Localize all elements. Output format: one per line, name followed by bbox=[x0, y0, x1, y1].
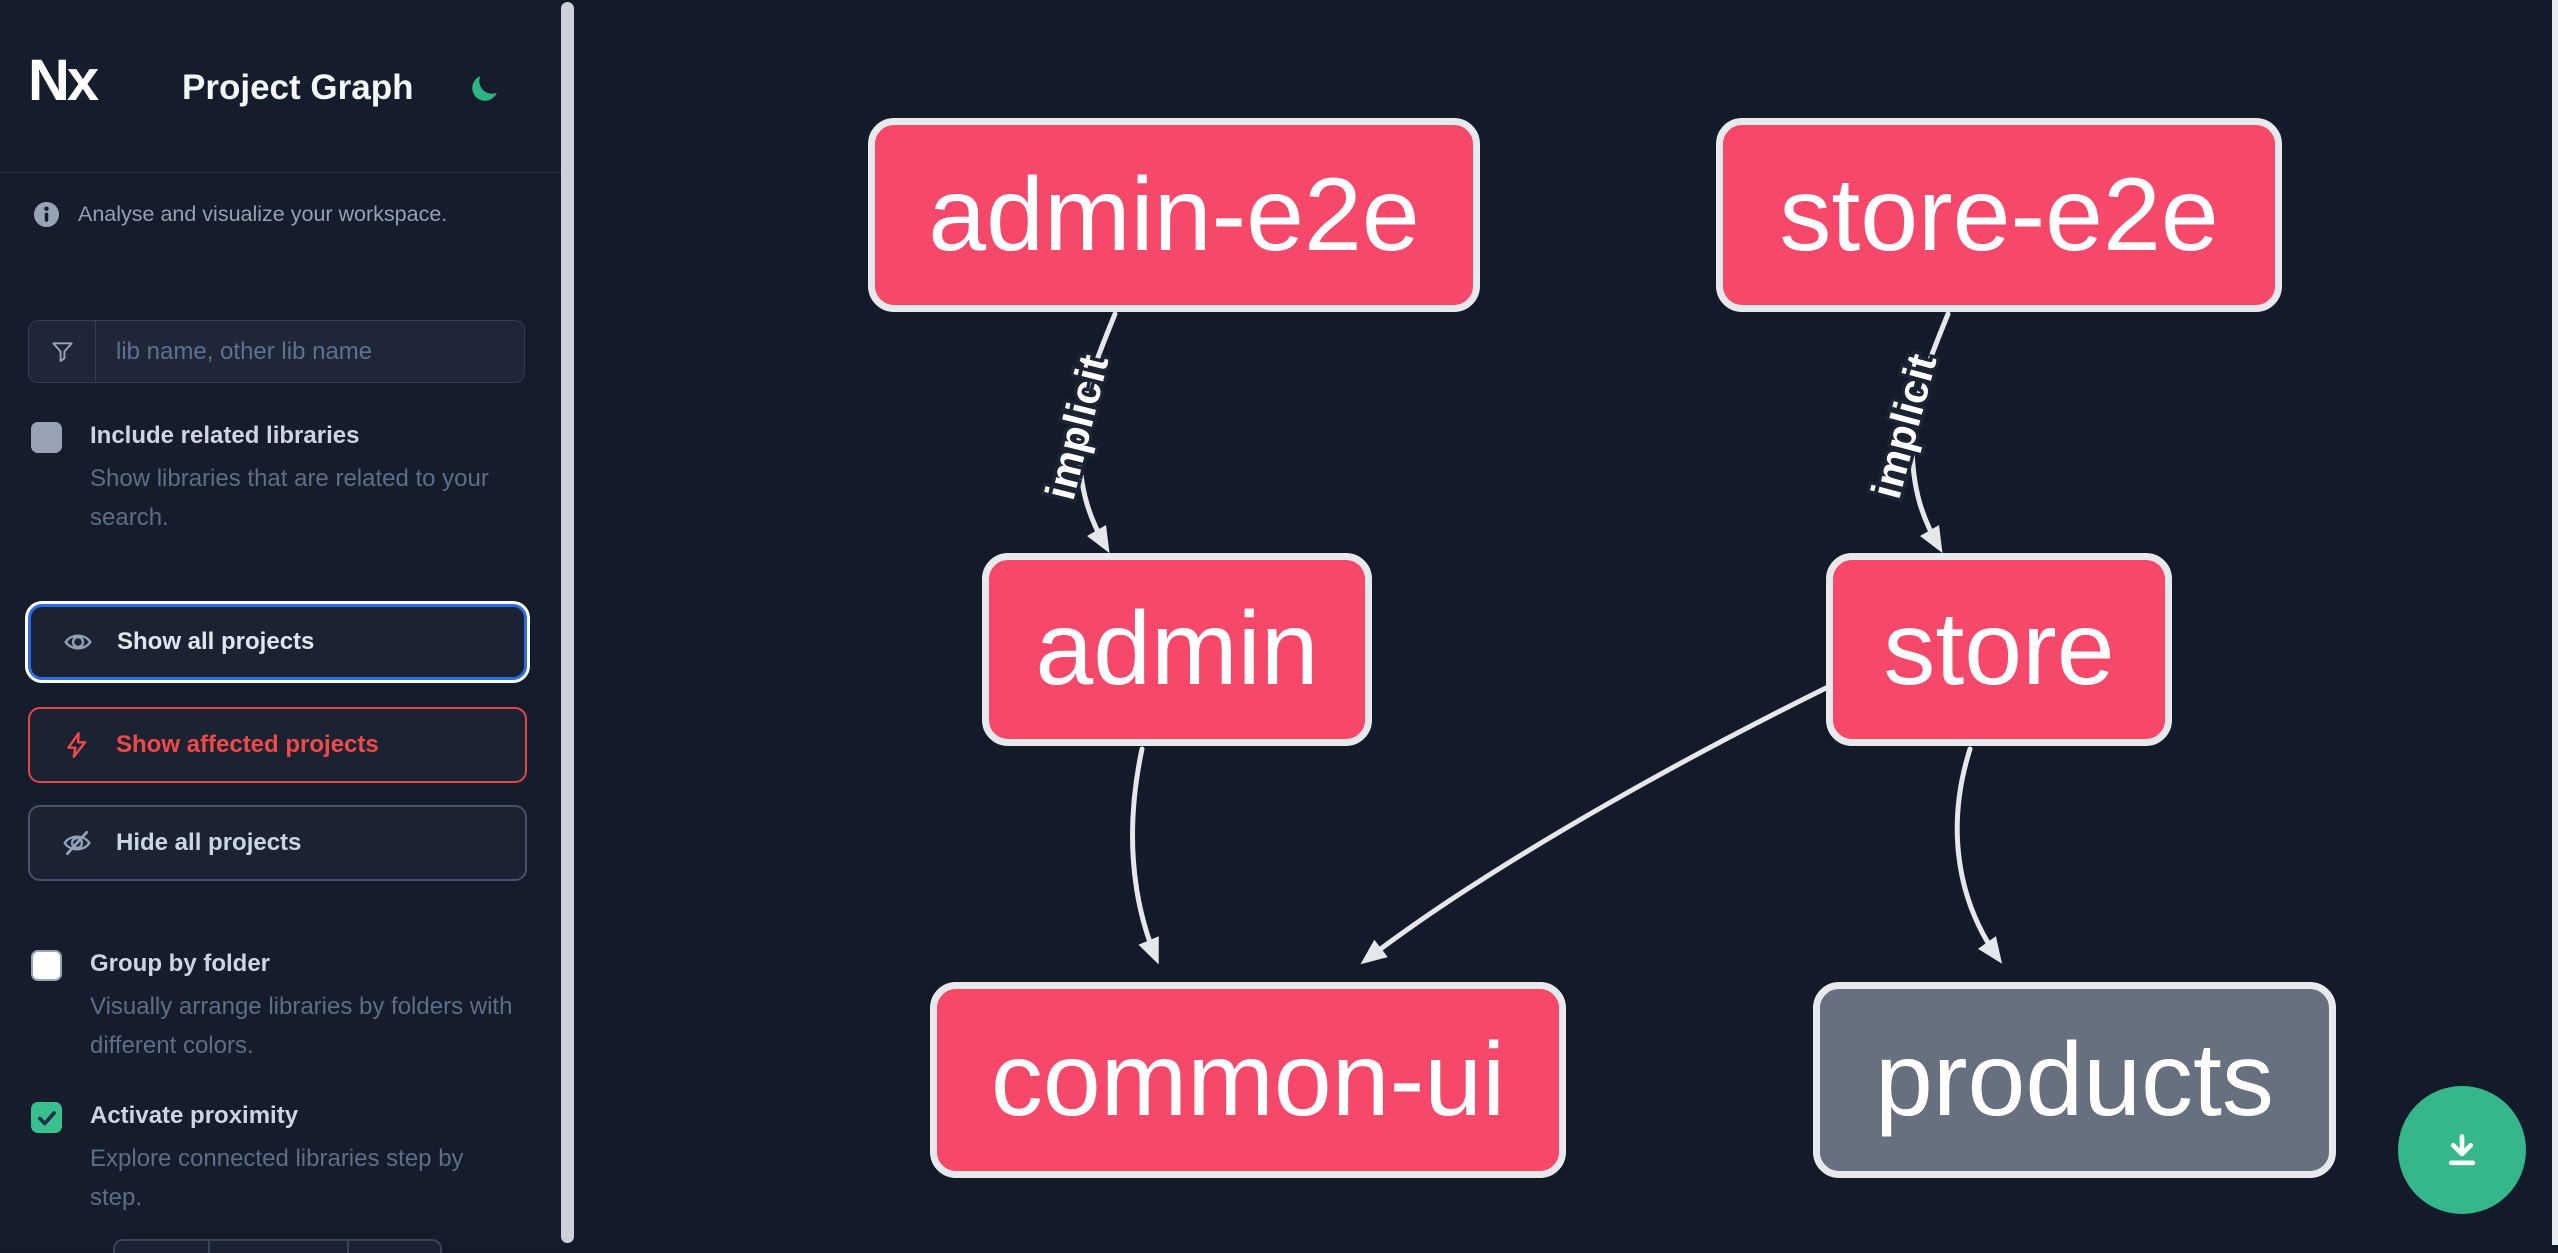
graph-node-admin[interactable]: admin bbox=[982, 553, 1372, 746]
checkbox-checked-icon[interactable] bbox=[31, 1102, 62, 1133]
toggle-group-by-folder[interactable]: Group by folder Visually arrange librari… bbox=[31, 948, 522, 1065]
graph-node-common-ui[interactable]: common-ui bbox=[930, 982, 1566, 1178]
theme-toggle-button[interactable] bbox=[468, 68, 508, 108]
toggle-description: Visually arrange libraries by folders wi… bbox=[90, 993, 513, 1059]
download-icon bbox=[2439, 1127, 2485, 1173]
workspace-info-text: Analyse and visualize your workspace. bbox=[78, 202, 448, 226]
bolt-icon bbox=[62, 730, 92, 760]
edge-store-e2e-store bbox=[1909, 311, 1951, 554]
workspace-info: Analyse and visualize your workspace. bbox=[33, 200, 447, 228]
search-input[interactable] bbox=[96, 321, 524, 382]
toggle-label: Group by folder bbox=[90, 950, 270, 977]
toggle-description: Show libraries that are related to your … bbox=[90, 465, 489, 531]
checkbox-unchecked-icon[interactable] bbox=[31, 950, 62, 981]
page-title: Project Graph bbox=[182, 68, 414, 107]
nx-logo: Nx bbox=[28, 48, 99, 113]
toggle-label: Activate proximity bbox=[90, 1102, 299, 1129]
edge-label-implicit: implicit bbox=[1036, 350, 1117, 504]
checkbox-unchecked-icon[interactable] bbox=[31, 422, 62, 453]
edge-admin-e2e-admin bbox=[1076, 311, 1118, 554]
graph-node-products[interactable]: products bbox=[1813, 982, 2336, 1178]
library-filter bbox=[28, 320, 525, 383]
edge-store-products bbox=[1954, 746, 2003, 964]
show-all-projects-button[interactable]: Show all projects bbox=[28, 604, 527, 680]
eye-icon bbox=[63, 627, 93, 657]
eye-off-icon bbox=[62, 828, 92, 858]
window-scrollbar[interactable] bbox=[2552, 0, 2558, 1245]
toggle-label: Include related libraries bbox=[90, 422, 360, 449]
graph-node-store[interactable]: store bbox=[1826, 553, 2172, 746]
info-icon bbox=[33, 201, 60, 228]
graph-node-admin-e2e[interactable]: admin-e2e bbox=[868, 118, 1480, 312]
show-affected-projects-button[interactable]: Show affected projects bbox=[28, 707, 527, 783]
edge-admin-common-ui bbox=[1130, 746, 1159, 965]
toggle-description: Explore connected libraries step by step… bbox=[90, 1145, 464, 1211]
graph-node-store-e2e[interactable]: store-e2e bbox=[1716, 118, 2282, 312]
sidebar: Nx Project Graph Analyse and visualize y… bbox=[0, 0, 561, 1253]
toggle-include-related-libraries[interactable]: Include related libraries Show libraries… bbox=[31, 420, 522, 537]
edge-store-common-ui bbox=[1360, 685, 1829, 965]
sidebar-scrollbar[interactable] bbox=[561, 2, 574, 1243]
edge-label-implicit: implicit bbox=[1862, 349, 1945, 503]
proximity-depth-control[interactable] bbox=[113, 1239, 442, 1253]
button-label: Show all projects bbox=[117, 628, 315, 655]
download-image-button[interactable] bbox=[2398, 1086, 2526, 1214]
funnel-icon bbox=[29, 321, 96, 382]
moon-icon bbox=[468, 71, 508, 105]
sidebar-header: Nx Project Graph bbox=[0, 0, 561, 173]
toggle-activate-proximity[interactable]: Activate proximity Explore connected lib… bbox=[31, 1100, 522, 1217]
hide-all-projects-button[interactable]: Hide all projects bbox=[28, 805, 527, 881]
button-label: Show affected projects bbox=[116, 731, 379, 758]
button-label: Hide all projects bbox=[116, 829, 302, 856]
